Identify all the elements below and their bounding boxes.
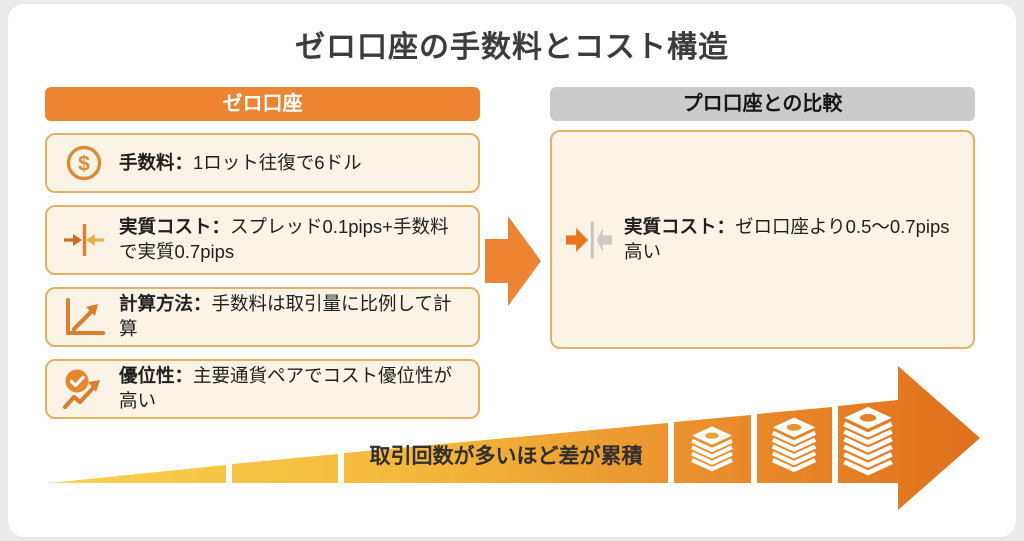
real-cost-text: 実質コスト：スプレッド0.1pips+手数料で実質0.7pips	[119, 216, 449, 262]
pro-account-column: プロ口座との比較 実質コスト：ゼロ口座より0.5〜0.7pips高い	[550, 87, 975, 349]
money-stack-icon	[691, 426, 733, 472]
calculation-text: 計算方法：手数料は取引量に比例して計算	[119, 293, 452, 339]
wedge-segment-1	[50, 465, 226, 483]
zero-account-header: ゼロ口座	[45, 87, 480, 121]
wedge-segment-2	[232, 454, 338, 483]
pro-comparison-box: 実質コスト：ゼロ口座より0.5〜0.7pips高い	[550, 130, 975, 349]
fee-text: 手数料：1ロット往復で6ドル	[119, 151, 362, 173]
advantage-text: 優位性：主要通貨ペアでコスト優位性が高い	[119, 365, 453, 411]
wedge-segment-3	[344, 423, 668, 483]
dollar-circle-icon: $	[61, 143, 107, 183]
wedge-arrowhead	[838, 366, 980, 510]
converge-arrows-icon	[61, 220, 107, 260]
zero-account-column: ゼロ口座 $ 手数料：1ロット往復で6ドル 実質コスト：スプレッド0.1pips…	[45, 87, 480, 419]
page-title: ゼロ口座の手数料とコスト構造	[295, 31, 729, 64]
money-stack-icon	[843, 406, 893, 476]
chart-growth-icon	[61, 296, 107, 338]
svg-text:$: $	[78, 153, 90, 176]
advantage-box: 優位性：主要通貨ペアでコスト優位性が高い	[45, 359, 480, 419]
cumulative-growth-arrow	[50, 366, 980, 510]
comparison-arrow-icon	[485, 216, 541, 306]
real-cost-box: 実質コスト：スプレッド0.1pips+手数料で実質0.7pips	[45, 205, 480, 275]
calculation-box: 計算方法：手数料は取引量に比例して計算	[45, 287, 480, 347]
pro-account-header: プロ口座との比較	[550, 87, 975, 121]
money-stack-icon	[771, 417, 817, 473]
pro-comparison-text: 実質コスト：ゼロ口座より0.5〜0.7pips高い	[624, 215, 950, 262]
fee-box: $ 手数料：1ロット往復で6ドル	[45, 133, 480, 193]
cumulative-caption: 取引回数が多いほど差が累積	[369, 445, 643, 468]
compare-arrows-icon	[566, 218, 612, 262]
check-trend-icon	[61, 368, 107, 410]
